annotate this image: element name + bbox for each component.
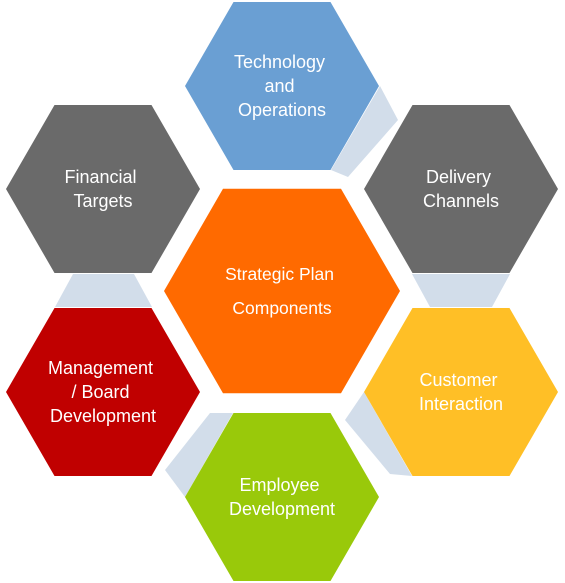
technology-label-line: and bbox=[264, 76, 294, 96]
financial-label: Financial Targets bbox=[64, 167, 141, 211]
employee-label-line: Development bbox=[229, 499, 335, 519]
center-label-line: Strategic Plan bbox=[225, 264, 334, 284]
management-hexagon: Management / Board Development bbox=[6, 308, 200, 476]
employee-hexagon: Employee Development bbox=[185, 413, 379, 581]
customer-hexagon-shape bbox=[364, 308, 558, 476]
delivery-label-line: Channels bbox=[423, 191, 499, 211]
management-hexagon-shape bbox=[6, 308, 200, 476]
center-label-line: Components bbox=[232, 298, 331, 318]
delivery-label: Delivery Channels bbox=[423, 167, 499, 211]
connector-band bbox=[55, 274, 152, 307]
customer-label: Customer Interaction bbox=[419, 370, 503, 414]
customer-label-line: Interaction bbox=[419, 394, 503, 414]
technology-label-line: Technology bbox=[234, 52, 325, 72]
connector-band bbox=[345, 392, 412, 476]
employee-label: Employee Development bbox=[229, 475, 335, 519]
delivery-label-line: Delivery bbox=[426, 167, 491, 187]
management-label: Management / Board Development bbox=[48, 358, 158, 426]
technology-hexagon: Technology and Operations bbox=[185, 2, 379, 170]
customer-hexagon: Customer Interaction bbox=[364, 308, 558, 476]
connector-band bbox=[331, 86, 398, 177]
center-hexagon-shape bbox=[164, 188, 400, 394]
financial-hexagon: Financial Targets bbox=[6, 105, 200, 273]
center-label: Strategic Plan Components bbox=[225, 264, 339, 318]
management-label-line: / Board bbox=[71, 382, 129, 402]
customer-label-line: Customer bbox=[419, 370, 497, 390]
technology-label: Technology and Operations bbox=[234, 52, 330, 120]
employee-hexagon-shape bbox=[185, 413, 379, 581]
connector-band bbox=[412, 274, 510, 307]
delivery-hexagon-shape bbox=[364, 105, 558, 273]
employee-label-line: Employee bbox=[239, 475, 319, 495]
delivery-hexagon: Delivery Channels bbox=[364, 105, 558, 273]
technology-label-line: Operations bbox=[238, 100, 326, 120]
management-label-line: Development bbox=[50, 406, 156, 426]
financial-hexagon-shape bbox=[6, 105, 200, 273]
center-hexagon: Strategic Plan Components bbox=[164, 188, 400, 394]
connector-layer bbox=[55, 86, 510, 497]
technology-hexagon-shape bbox=[185, 2, 379, 170]
management-label-line: Management bbox=[48, 358, 153, 378]
financial-label-line: Targets bbox=[73, 191, 132, 211]
connector-band bbox=[165, 413, 233, 497]
financial-label-line: Financial bbox=[64, 167, 136, 187]
